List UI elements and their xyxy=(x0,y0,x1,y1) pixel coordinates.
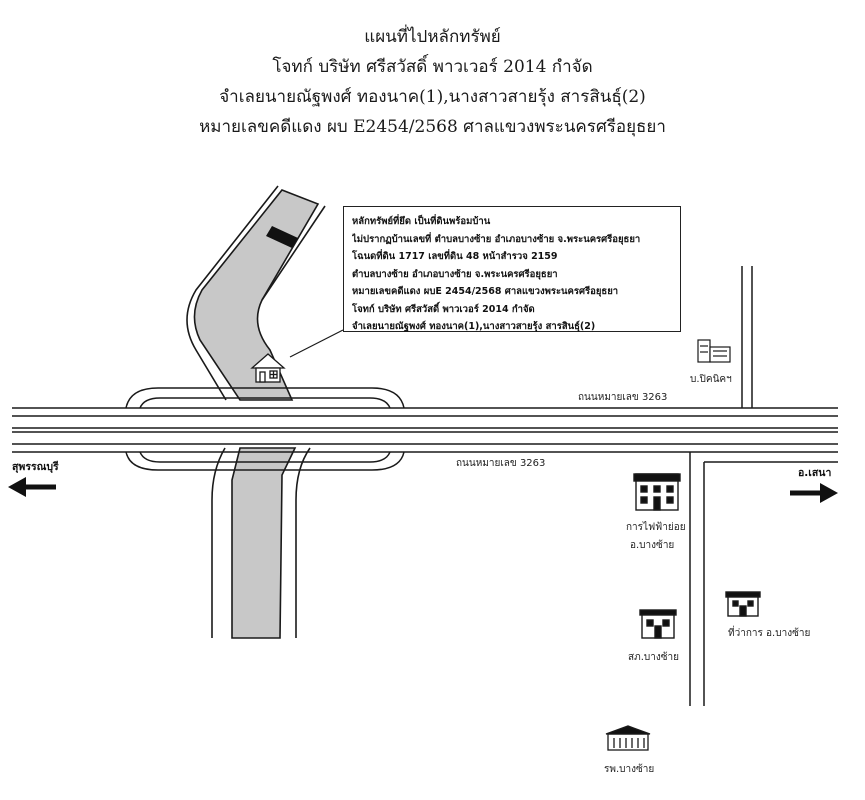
info-line-5: หมายเลขคดีแดง ผบE 2454/2568 ศาลแขวงพระนค… xyxy=(352,286,619,297)
info-line-7: จำเลยนายณัฐพงศ์ ทองนาค(1),นางสาวสายรุ้ง … xyxy=(352,321,596,332)
arrow-left-icon xyxy=(8,477,56,497)
side-road-north xyxy=(741,266,753,408)
property-info-box: หลักทรัพย์ที่ยึด เป็นที่ดินพร้อมบ้าน ไม่… xyxy=(343,206,681,332)
vertical-road-edge-right xyxy=(295,447,311,638)
vertical-road-lower xyxy=(231,447,297,639)
district-office-icon xyxy=(725,591,761,617)
clinic-icon xyxy=(697,339,731,363)
header-plaintiff: โจทก์ บริษัท ศรีสวัสดิ์ พาวเวอร์ 2014 กำ… xyxy=(272,57,593,77)
police-station-icon xyxy=(639,609,677,639)
road-label-upper: ถนนหมายเลข 3263 xyxy=(578,392,667,403)
electricity-office-icon xyxy=(633,473,681,511)
electricity-office-label-2: อ.บางซ้าย xyxy=(630,539,674,551)
house-icon xyxy=(250,353,286,383)
info-line-2: ไม่ปรากฏบ้านเลขที่ ตำบลบางซ้าย อำเภอบางซ… xyxy=(352,233,641,245)
hospital-label: รพ.บางซ้าย xyxy=(604,763,654,775)
callout-pointer xyxy=(289,329,344,358)
interchange-loops xyxy=(125,387,405,471)
info-line-6: โจทก์ บริษัท ศรีสวัสดิ์ พาวเวอร์ 2014 กำ… xyxy=(352,303,535,315)
clinic-label: บ.ปิคนิคฯ xyxy=(690,374,732,385)
info-line-4: ตำบลบางซ้าย อำเภอบางซ้าย จ.พระนครศรีอยุธ… xyxy=(352,268,558,280)
police-station-label: สภ.บางซ้าย xyxy=(628,651,679,663)
direction-left-label: สุพรรณบุรี xyxy=(12,460,59,474)
header-title: แผนที่ไปหลักทรัพย์ xyxy=(364,27,501,47)
vertical-road-edge-left xyxy=(211,447,226,638)
side-road-south xyxy=(689,452,838,706)
district-office-label: ที่ว่าการ อ.บางซ้าย xyxy=(728,625,810,639)
header-case-number: หมายเลขคดีแดง ผบ E2454/2568 ศาลแขวงพระนค… xyxy=(199,117,666,137)
direction-right-label: อ.เสนา xyxy=(798,467,831,479)
info-line-3: โฉนดที่ดิน 1717 เลขที่ดิน 48 หน้าสำรวจ 2… xyxy=(352,251,558,262)
arrow-right-icon xyxy=(790,483,838,503)
info-line-1: หลักทรัพย์ที่ยึด เป็นที่ดินพร้อมบ้าน xyxy=(352,216,491,227)
highway-3263 xyxy=(12,407,838,453)
electricity-office-label-1: การไฟฟ้าย่อย xyxy=(626,521,686,533)
header-defendants: จำเลยนายณัฐพงศ์ ทองนาค(1),นางสาวสายรุ้ง … xyxy=(219,87,646,107)
hospital-icon xyxy=(605,725,651,751)
diagonal-road-edge-right xyxy=(261,205,326,301)
road-label-lower: ถนนหมายเลข 3263 xyxy=(456,458,545,469)
road-marker-bar xyxy=(266,226,298,248)
map-header: แผนที่ไปหลักทรัพย์ โจทก์ บริษัท ศรีสวัสด… xyxy=(0,22,865,142)
diagonal-road-edge-left xyxy=(186,185,279,401)
